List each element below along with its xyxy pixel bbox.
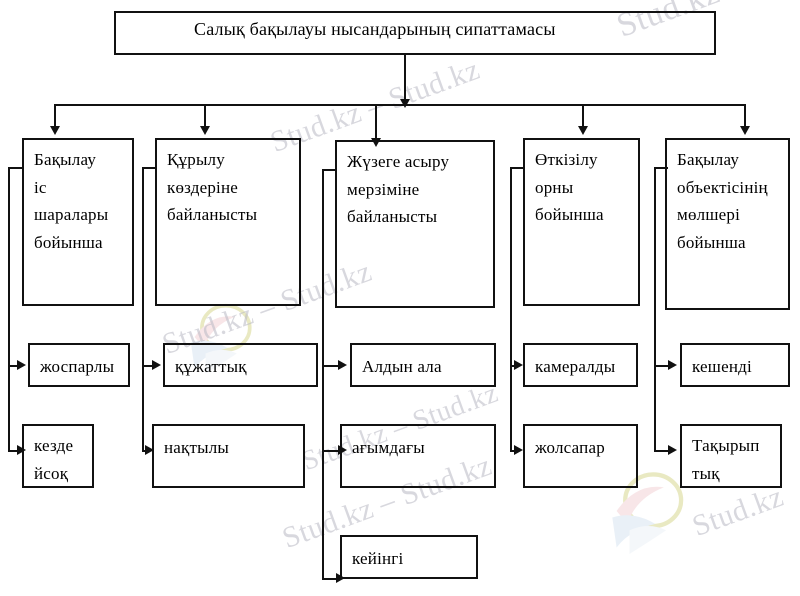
spine-line-col-1 [8, 167, 10, 450]
bus-drop-col-2 [204, 104, 206, 128]
column-header-box-2: Құрылу көздеріне байланысты [155, 138, 301, 306]
branch-arrowhead-col-4-child-1 [514, 360, 523, 370]
leaf-label: камералды [535, 357, 616, 376]
spine-stub-col-5 [654, 167, 668, 169]
column-header-line: мерзіміне [347, 179, 420, 199]
leaf-label: нақтылы [164, 438, 230, 457]
leaf-box-col-3-child-2: ағымдағы [340, 424, 496, 488]
root-title-label: Салық бақылауы нысандарының сипаттамасы [194, 19, 556, 39]
branch-line-col-2-child-1 [142, 365, 154, 367]
column-header-line: Бақылау [34, 150, 97, 169]
leaf-label: жолсапар [535, 438, 605, 457]
distribution-bus-line [54, 104, 746, 106]
column-header-box-4: Өткізілу орны бойынша [523, 138, 640, 306]
bus-drop-col-3 [375, 104, 377, 140]
spine-line-col-4 [510, 167, 512, 450]
branch-line-col-3-child-1 [322, 365, 342, 367]
bus-arrowhead-col-4 [578, 126, 588, 135]
column-header-line: бойынша [34, 232, 103, 252]
leaf-box-col-1-child-1: жоспарлы [28, 343, 130, 387]
column-header-line: бойынша [535, 205, 604, 225]
leaf-label-line: тық [692, 463, 720, 483]
leaf-box-col-4-child-1: камералды [523, 343, 638, 387]
bus-arrowhead-col-2 [200, 126, 210, 135]
branch-line-col-1-child-2 [8, 450, 18, 452]
spine-line-col-3 [322, 169, 324, 579]
spine-stub-col-3 [322, 169, 337, 171]
column-header-line: көздеріне [167, 177, 239, 197]
leaf-label: кешенді [692, 357, 752, 376]
branch-arrowhead-col-2-child-2 [145, 445, 154, 455]
column-header-line: іс [34, 177, 47, 197]
branch-arrowhead-col-5-child-2 [668, 445, 677, 455]
spine-line-col-5 [654, 167, 656, 450]
column-header-line: Бақылау [677, 150, 740, 169]
leaf-box-col-3-child-3: кейінгі [340, 535, 478, 579]
bus-arrowhead-col-1 [50, 126, 60, 135]
column-header-line: Өткізілу [535, 150, 598, 169]
branch-arrowhead-col-4-child-2 [514, 445, 523, 455]
leaf-box-col-1-child-2: кезде йсоқ [22, 424, 94, 488]
bus-drop-col-4 [582, 104, 584, 128]
column-header-line: шаралары [34, 205, 109, 225]
leaf-label-line: Тақырып [692, 436, 760, 455]
bus-arrowhead-col-5 [740, 126, 750, 135]
bus-arrowhead-col-3 [371, 138, 381, 147]
leaf-label: ағымдағы [352, 438, 425, 457]
leaf-label: құжаттық [175, 357, 247, 376]
spine-stub-col-1 [8, 167, 24, 169]
leaf-label: кейінгі [352, 549, 404, 568]
column-header-line: объектісінің [677, 177, 768, 197]
column-header-line: мөлшері [677, 205, 741, 225]
column-header-box-1: Бақылау іс шаралары бойынша [22, 138, 134, 306]
branch-arrowhead-col-3-child-2 [338, 445, 347, 455]
watermark-text: Stud.kz [688, 479, 788, 544]
column-header-line: бойынша [677, 232, 746, 252]
leaf-box-col-3-child-1: Алдын ала [350, 343, 496, 387]
column-header-box-3: Жүзеге асыру мерзіміне байланысты [335, 140, 495, 308]
column-header-line: орны [535, 177, 574, 197]
branch-arrowhead-col-1-child-1 [17, 360, 26, 370]
branch-arrowhead-col-3-child-1 [338, 360, 347, 370]
column-header-line: Құрылу [167, 150, 225, 169]
root-connector-arrowhead [400, 99, 410, 108]
leaf-box-col-5-child-1: кешенді [680, 343, 790, 387]
branch-line-col-1-child-1 [8, 365, 18, 367]
leaf-label-line: кезде [34, 436, 74, 455]
spine-stub-col-2 [142, 167, 157, 169]
bus-drop-col-5 [744, 104, 746, 128]
branch-line-col-5-child-1 [654, 365, 672, 367]
branch-line-col-5-child-2 [654, 450, 672, 452]
spine-stub-col-4 [510, 167, 525, 169]
branch-arrowhead-col-2-child-1 [152, 360, 161, 370]
root-connector-line [404, 55, 406, 103]
root-title-box: Салық бақылауы нысандарының сипаттамасы [114, 11, 716, 55]
column-header-line: Жүзеге асыру [347, 152, 450, 171]
leaf-box-col-2-child-2: нақтылы [152, 424, 305, 488]
branch-line-col-3-child-3 [322, 578, 340, 580]
leaf-label: жоспарлы [40, 357, 115, 376]
branch-line-col-3-child-2 [322, 450, 342, 452]
spine-line-col-2 [142, 167, 144, 450]
leaf-box-col-2-child-1: құжаттық [163, 343, 318, 387]
leaf-label: Алдын ала [362, 357, 442, 376]
bus-drop-col-1 [54, 104, 56, 128]
column-header-box-5: Бақылау объектісінің мөлшері бойынша [665, 138, 790, 310]
branch-arrowhead-col-1-child-2 [17, 445, 26, 455]
column-header-line: байланысты [167, 205, 258, 225]
leaf-label-line: йсоқ [34, 463, 69, 483]
column-header-line: байланысты [347, 207, 438, 227]
branch-arrowhead-col-5-child-1 [668, 360, 677, 370]
leaf-box-col-5-child-2: Тақырып тық [680, 424, 782, 488]
leaf-box-col-4-child-2: жолсапар [523, 424, 638, 488]
